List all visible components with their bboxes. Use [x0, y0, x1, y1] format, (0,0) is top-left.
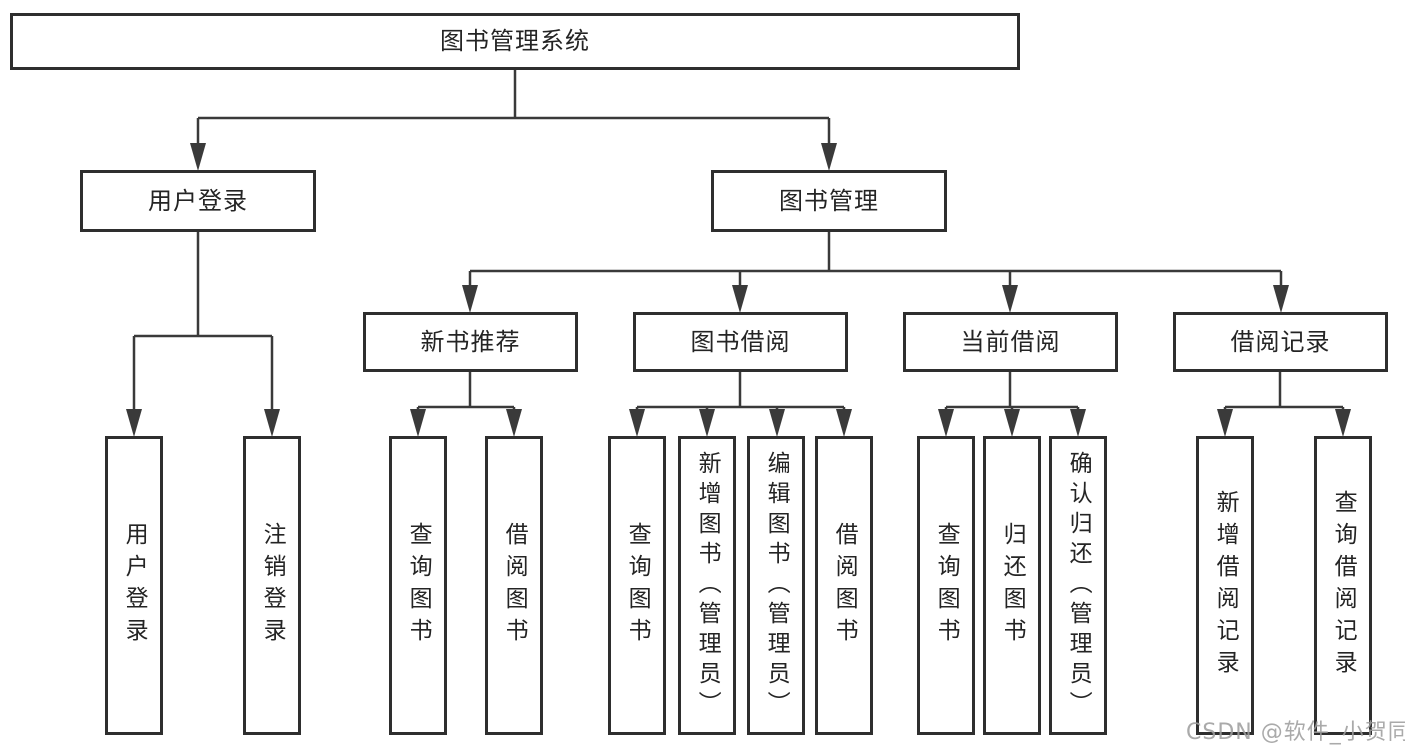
leaf-return-books: 归还图书 [983, 436, 1041, 735]
leaf-query-books-borrowing: 查询图书 [608, 436, 666, 735]
leaf-add-borrow-record: 新增借阅记录 [1196, 436, 1254, 735]
leaf-borrow-books: 借阅图书 [815, 436, 873, 735]
node-borrowing-records: 借阅记录 [1173, 312, 1388, 372]
leaf-query-books-current: 查询图书 [917, 436, 975, 735]
leaf-confirm-return-admin: 确认归还（管理员） [1049, 436, 1107, 735]
node-book-management: 图书管理 [711, 170, 947, 232]
leaf-edit-book-admin: 编辑图书（管理员） [747, 436, 805, 735]
leaf-query-books-recommend: 查询图书 [389, 436, 447, 735]
leaf-logout: 注销登录 [243, 436, 301, 735]
node-library-management-system: 图书管理系统 [10, 13, 1020, 70]
node-user-login: 用户登录 [80, 170, 316, 232]
leaf-add-book-admin: 新增图书（管理员） [678, 436, 736, 735]
node-new-book-recommendation: 新书推荐 [363, 312, 578, 372]
node-book-borrowing: 图书借阅 [633, 312, 848, 372]
node-current-borrowing: 当前借阅 [903, 312, 1118, 372]
leaf-user-login: 用户登录 [105, 436, 163, 735]
leaf-query-borrow-record: 查询借阅记录 [1314, 436, 1372, 735]
leaf-borrow-books-recommend: 借阅图书 [485, 436, 543, 735]
watermark: CSDN @软件_小贺同学 [1186, 720, 1405, 745]
